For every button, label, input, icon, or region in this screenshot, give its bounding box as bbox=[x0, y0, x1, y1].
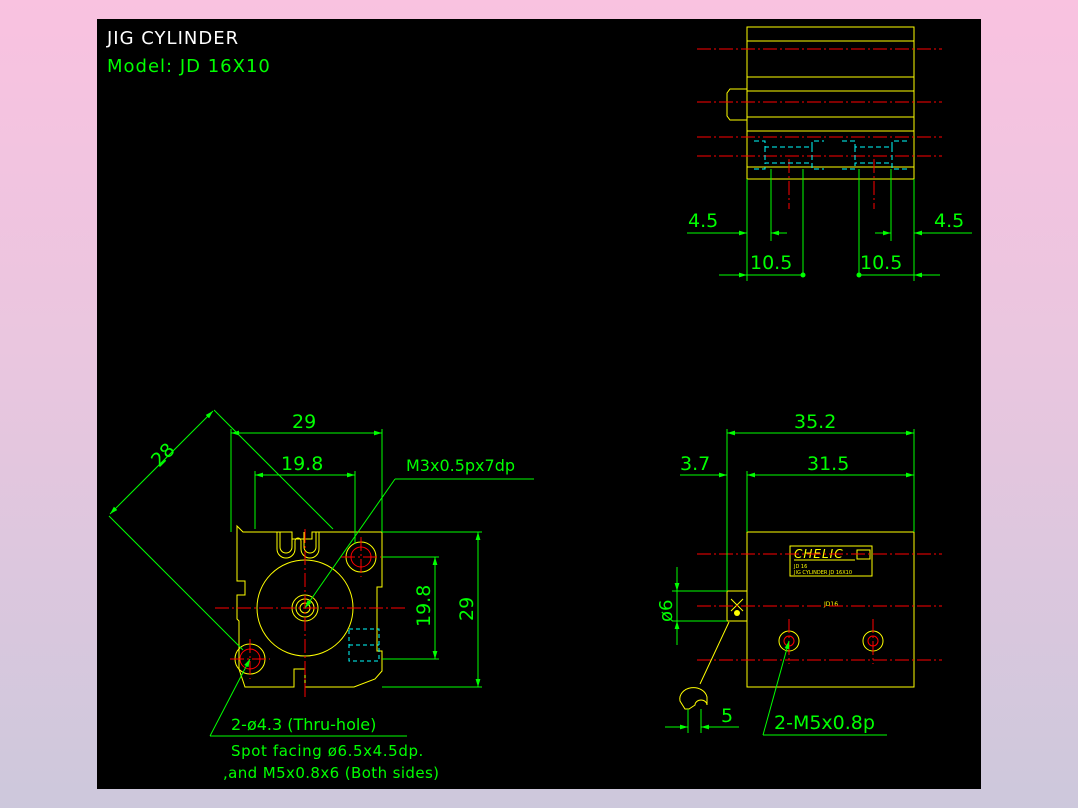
model-label: Model: JD 16X10 bbox=[107, 56, 271, 77]
front-dim-inner: 19.8 bbox=[281, 453, 323, 475]
front-dim-height-inner: 19.8 bbox=[413, 585, 435, 627]
side-dim-port: 2-M5x0.8p bbox=[774, 712, 875, 734]
front-dim-width: 29 bbox=[292, 411, 316, 433]
top-dim-bottom-left: 10.5 bbox=[750, 252, 792, 274]
label-part: JD16 bbox=[823, 601, 838, 608]
side-dim-rod: 3.7 bbox=[680, 453, 710, 475]
cad-drawing: JIG CYLINDER Model: JD 16X10 bbox=[106, 26, 972, 782]
front-note-hole: 2-ø4.3 (Thru-hole) bbox=[231, 715, 376, 734]
front-dim-height: 29 bbox=[456, 597, 478, 621]
top-view: 4.5 4.5 10.5 10.5 bbox=[687, 26, 972, 281]
top-dim-left: 4.5 bbox=[688, 210, 718, 232]
front-note-tap: ,and M5x0.8x6 (Both sides) bbox=[223, 764, 439, 782]
top-dim-bottom-right: 10.5 bbox=[860, 252, 902, 274]
drawing-title: JIG CYLINDER bbox=[106, 28, 239, 49]
front-view: 29 19.8 28 19.8 29 M3x0.5px7dp 2-ø4.3 (T… bbox=[108, 409, 534, 782]
top-dim-right: 4.5 bbox=[934, 210, 964, 232]
front-dim-thread: M3x0.5px7dp bbox=[406, 456, 515, 475]
top-view-rod bbox=[726, 88, 747, 121]
side-dim-total: 35.2 bbox=[794, 411, 836, 433]
drawing-canvas: JIG CYLINDER Model: JD 16X10 bbox=[97, 19, 981, 789]
top-view-body bbox=[746, 26, 915, 180]
label-small: JD 16 bbox=[793, 564, 807, 570]
side-dim-body: 31.5 bbox=[807, 453, 849, 475]
rod-end-detail bbox=[679, 687, 708, 710]
side-view: CHELIC JD 16 JIG CYLINDER JD 16X10 JD16 bbox=[656, 411, 942, 736]
front-dim-diag: 28 bbox=[147, 439, 180, 472]
label-product: JIG CYLINDER JD 16X10 bbox=[793, 570, 852, 576]
label-plate bbox=[789, 545, 873, 577]
side-dim-dia: ø6 bbox=[656, 600, 677, 622]
side-dim-stroke: 5 bbox=[721, 705, 733, 727]
front-note-spot: Spot facing ø6.5x4.5dp. bbox=[231, 742, 424, 760]
